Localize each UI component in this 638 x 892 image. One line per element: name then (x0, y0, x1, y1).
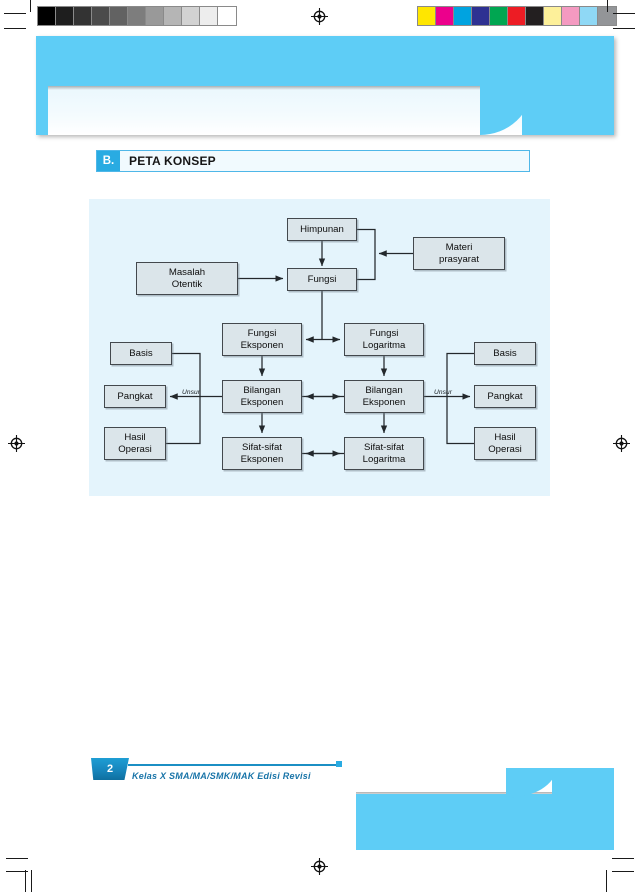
calibration-swatch (74, 7, 92, 25)
crop-mark-tr-h (613, 13, 635, 15)
calibration-swatch (164, 7, 182, 25)
footer-rule (128, 764, 340, 766)
crop-mark-tr-v (607, 0, 609, 12)
crop-mark-bl-h (6, 858, 28, 860)
concept-node-label: Basis (493, 347, 517, 359)
calibration-swatch (128, 7, 146, 25)
concept-map-connectors (166, 228, 474, 457)
calibration-swatch (38, 7, 56, 25)
banner-curve-accent (480, 86, 614, 135)
calibration-swatch (544, 7, 562, 25)
concept-node-label: Himpunan (300, 223, 344, 235)
crop-mark-br-v (606, 870, 608, 892)
crop-mark-tl-h (4, 13, 26, 15)
concept-node-label: Fungsi (307, 273, 337, 285)
bottom-decoration-bar (356, 794, 614, 850)
footer-rule-endcap (336, 761, 342, 767)
concept-node-pangkat-left: Pangkat (104, 385, 166, 408)
bottom-decoration-top (552, 768, 614, 798)
edge-label-unsur-left: Unsur (182, 389, 201, 396)
page-top-decoration-banner (36, 36, 614, 135)
page-number-badge: 2 (91, 758, 129, 780)
registration-target-icon-left (8, 435, 25, 452)
page-bottom-decoration (356, 768, 614, 850)
calibration-swatch (490, 7, 508, 25)
calibration-swatch (418, 7, 436, 25)
crop-mark-bl-v2 (25, 870, 27, 892)
calibration-swatch (218, 7, 236, 25)
registration-target-icon-bottom (311, 858, 328, 875)
crop-mark-bl-h2 (6, 871, 28, 873)
grayscale-calibration-ramp (37, 6, 237, 26)
cmyk-color-calibration-bar (417, 6, 617, 26)
calibration-swatch (436, 7, 454, 25)
calibration-swatch (454, 7, 472, 25)
banner-inner-shadow (48, 86, 614, 90)
calibration-swatch (110, 7, 128, 25)
crop-mark-tl-h2 (4, 28, 26, 30)
edge-label-unsur-right: Unsur (434, 389, 453, 396)
calibration-swatch (472, 7, 490, 25)
crop-mark-bl-v (31, 870, 33, 892)
section-header-peta-konsep: B. PETA KONSEP (96, 150, 530, 172)
calibration-swatch (56, 7, 74, 25)
calibration-swatch (598, 7, 616, 25)
calibration-swatch (92, 7, 110, 25)
print-calibration-strip (0, 0, 638, 32)
calibration-swatch (200, 7, 218, 25)
section-letter-badge: B. (97, 151, 120, 171)
calibration-swatch (562, 7, 580, 25)
footer-text: Kelas X SMA/MA/SMK/MAK Edisi Revisi (132, 771, 311, 781)
concept-node-himpunan: Himpunan (287, 218, 357, 241)
crop-mark-tr-h2 (613, 28, 635, 30)
registration-target-icon-right (613, 435, 630, 452)
crop-mark-tl-v (30, 0, 32, 12)
crop-mark-br-h2 (612, 871, 634, 873)
registration-target-icon-top (311, 8, 328, 25)
concept-node-basis-right: Basis (474, 342, 536, 365)
calibration-swatch (580, 7, 598, 25)
concept-node-label: Basis (129, 347, 153, 359)
concept-node-label: Pangkat (487, 390, 523, 402)
calibration-swatch (526, 7, 544, 25)
concept-node-label: Pangkat (117, 390, 153, 402)
calibration-swatch (182, 7, 200, 25)
concept-node-pangkat-right: Pangkat (474, 385, 536, 408)
concept-node-basis-left: Basis (110, 342, 172, 365)
page-title: PETA KONSEP (129, 154, 216, 168)
calibration-swatch (508, 7, 526, 25)
crop-mark-br-h (612, 858, 634, 860)
concept-node-fungsi: Fungsi (287, 268, 357, 291)
calibration-swatch (146, 7, 164, 25)
